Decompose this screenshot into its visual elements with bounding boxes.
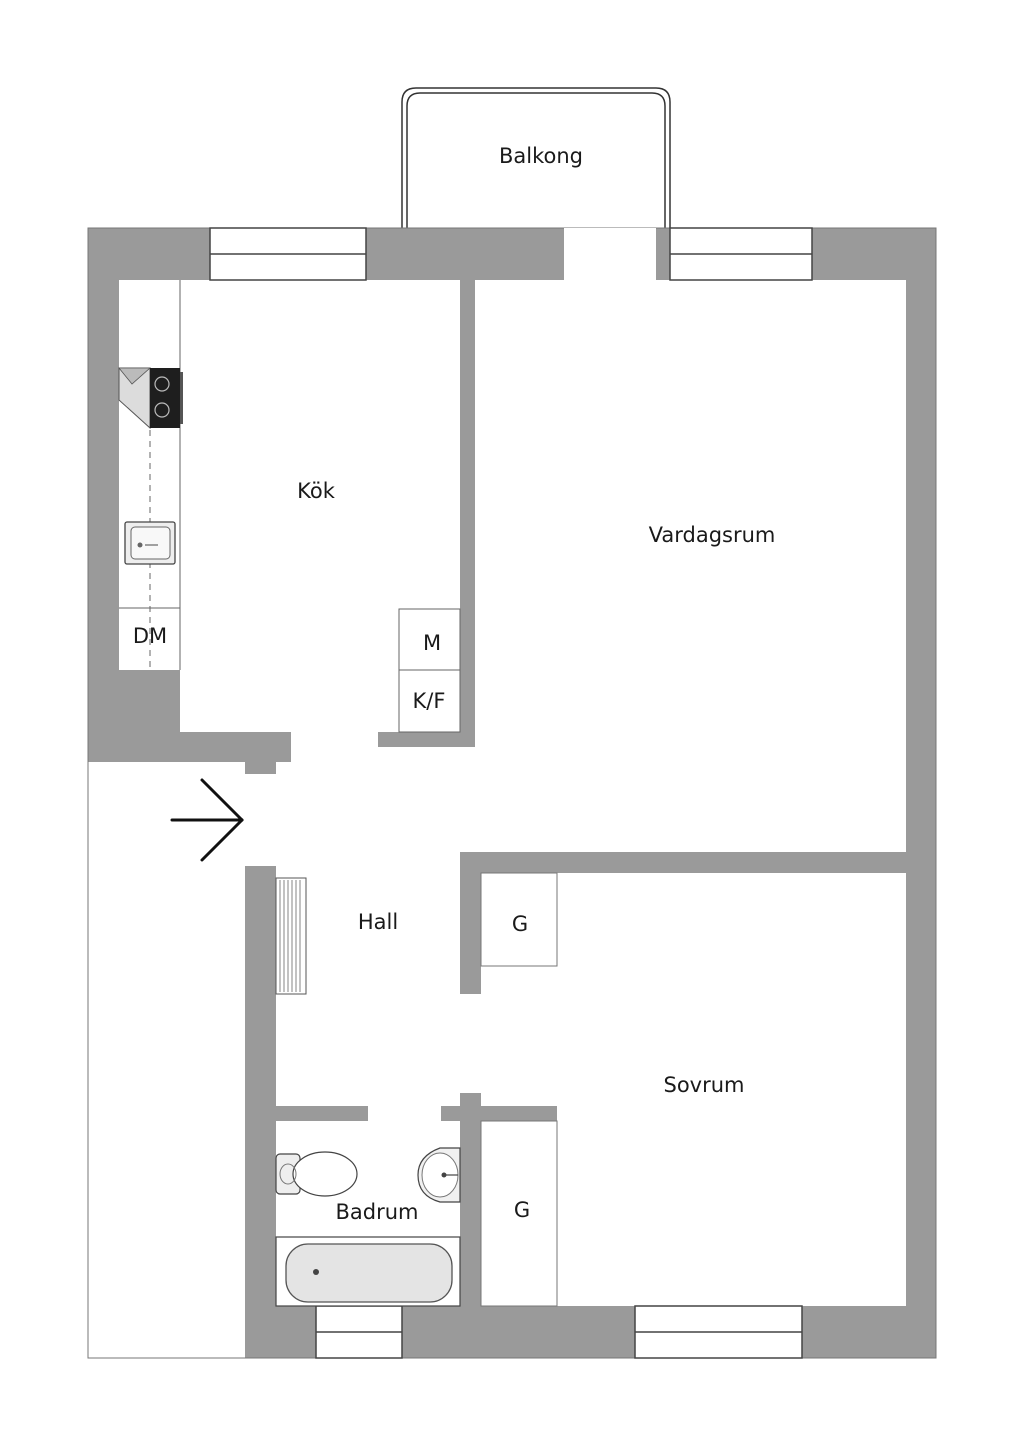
kitchen-counter: [119, 280, 181, 670]
dishwasher-label: DM: [133, 624, 167, 648]
toilet-icon: [275, 1151, 358, 1197]
window-living-room: [669, 227, 813, 281]
window-kitchen: [209, 227, 367, 281]
wardrobes: [480, 872, 558, 1307]
entrance-arrow-icon: [170, 778, 244, 862]
kitchen-cabinets: [398, 608, 461, 733]
window-bathroom: [315, 1305, 403, 1359]
window-bedroom: [634, 1305, 803, 1359]
balcony: [401, 87, 671, 228]
fridge-freezer-label: K/F: [413, 689, 446, 713]
windows: [209, 227, 813, 1359]
stove-icon: [118, 367, 183, 430]
bathtub-icon: [275, 1236, 461, 1307]
radiator-icon: [275, 877, 307, 995]
wall-outlines: [87, 227, 937, 1359]
washbasin-icon: [417, 1147, 461, 1203]
room-label-bathroom: Badrum: [335, 1200, 418, 1224]
room-label-hall: Hall: [358, 910, 398, 934]
wardrobe-upper-label: G: [512, 912, 528, 936]
wardrobe-lower-label: G: [514, 1198, 530, 1222]
microwave-label: M: [423, 631, 441, 655]
room-label-kitchen: Kök: [297, 479, 336, 503]
room-label-balcony: Balkong: [499, 144, 583, 168]
balcony-door-opening: [564, 228, 656, 280]
room-label-bedroom: Sovrum: [663, 1073, 744, 1097]
room-label-living-room: Vardagsrum: [649, 523, 776, 547]
walls: [88, 228, 936, 1358]
kitchen-sink-icon: [124, 521, 176, 565]
